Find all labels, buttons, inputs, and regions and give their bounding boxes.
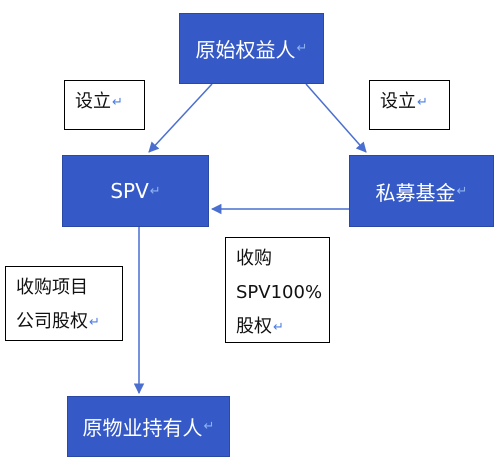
node-private-fund: 私募基金↵: [349, 155, 494, 227]
node-property-holder-label: 原物业持有人: [82, 416, 203, 440]
paragraph-mark-icon: ↵: [112, 95, 123, 110]
label-acquire-spv-line-2: SPV100%: [236, 282, 323, 303]
arrow-owner-to-spv: [148, 83, 213, 153]
node-spv: SPV↵: [62, 155, 209, 227]
node-property-holder: 原物业持有人↵: [67, 396, 230, 457]
label-acquire-project: 收购项目 公司股权↵: [5, 266, 123, 341]
paragraph-mark-icon: ↵: [456, 183, 468, 199]
node-spv-label: SPV: [110, 179, 149, 203]
label-acquire-spv-line-3: 股权: [236, 316, 272, 337]
label-acquire-spv-line-1: 收购: [236, 248, 272, 269]
label-establish-right-text: 设立: [380, 91, 416, 112]
node-original-owner-label: 原始权益人: [195, 38, 296, 62]
label-establish-left-text: 设立: [75, 91, 111, 112]
paragraph-mark-icon: ↵: [273, 320, 284, 335]
label-establish-right: 设立↵: [369, 80, 450, 130]
paragraph-mark-icon: ↵: [296, 41, 308, 56]
label-acquire-project-line-1: 收购项目: [16, 277, 88, 298]
paragraph-mark-icon: ↵: [203, 419, 215, 434]
paragraph-mark-icon: ↵: [417, 95, 428, 110]
paragraph-mark-icon: ↵: [149, 183, 161, 199]
node-private-fund-label: 私募基金: [375, 180, 456, 205]
paragraph-mark-icon: ↵: [89, 315, 100, 330]
label-acquire-project-line-2: 公司股权: [16, 311, 88, 332]
label-acquire-spv: 收购 SPV100% 股权↵: [225, 237, 330, 343]
node-original-owner: 原始权益人↵: [179, 13, 324, 84]
arrow-owner-to-fund: [305, 83, 367, 153]
label-establish-left: 设立↵: [64, 80, 145, 130]
